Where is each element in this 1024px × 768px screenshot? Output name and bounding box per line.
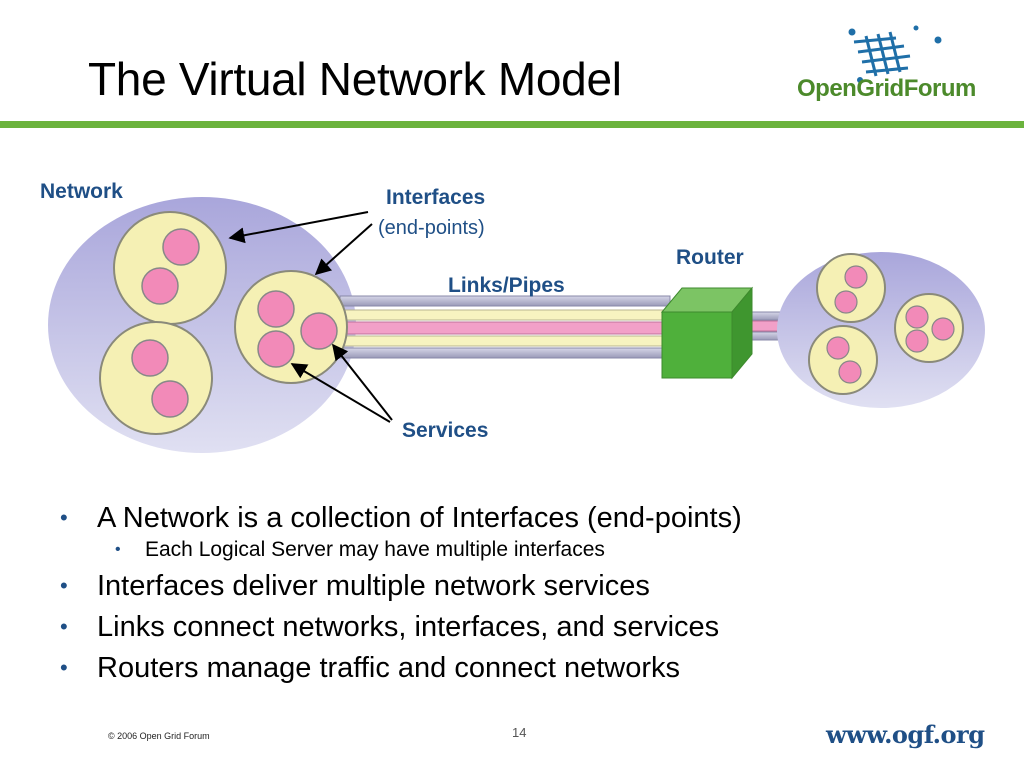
logical-server-2: [99, 321, 213, 435]
title-divider: [0, 121, 1024, 128]
annotation-arrows: [228, 211, 393, 423]
bullet-item: •Links connect networks, interfaces, and…: [60, 611, 720, 643]
bullet-dot-icon: •: [60, 573, 68, 598]
logical-server-3: [234, 270, 348, 384]
page-number: 14: [512, 725, 527, 740]
bullet-item: •A Network is a collection of Interfaces…: [60, 502, 742, 534]
interfaces-sublabel: (end-points): [378, 217, 485, 239]
copyright-notice: © 2006 Open Grid Forum: [108, 731, 210, 741]
bullet-item: •Interfaces deliver multiple network ser…: [60, 570, 650, 602]
router-label: Router: [676, 246, 744, 269]
links-pipes-label: Links/Pipes: [448, 274, 565, 297]
logical-server-1: [113, 211, 227, 325]
grid-icon: [853, 31, 911, 77]
sub-bullet-item: •Each Logical Server may have multiple i…: [115, 538, 605, 561]
ogf-logo-text: OpenGridForum: [797, 75, 976, 102]
network-diagram: Network Interfaces (end-points) Router L…: [0, 140, 1024, 470]
bullet-dot-icon: •: [115, 541, 121, 558]
network-label: Network: [40, 180, 123, 203]
bullet-dot-icon: •: [60, 655, 68, 680]
remote-server-3: [808, 325, 878, 395]
footer-url-logo: www.ogf.org: [826, 720, 985, 749]
remote-server-1: [816, 253, 886, 323]
interfaces-label: Interfaces: [386, 186, 486, 209]
bullet-list: •A Network is a collection of Interfaces…: [60, 500, 960, 691]
ogf-logo-graphic: [848, 25, 942, 83]
services-label: Services: [402, 419, 489, 442]
remote-server-2: [894, 293, 964, 363]
bullet-item: •Routers manage traffic and connect netw…: [60, 652, 681, 684]
bullet-dot-icon: •: [60, 614, 68, 639]
bullet-dot-icon: •: [60, 505, 68, 530]
router-icon: [660, 286, 754, 380]
slide-title: The Virtual Network Model: [88, 53, 622, 105]
